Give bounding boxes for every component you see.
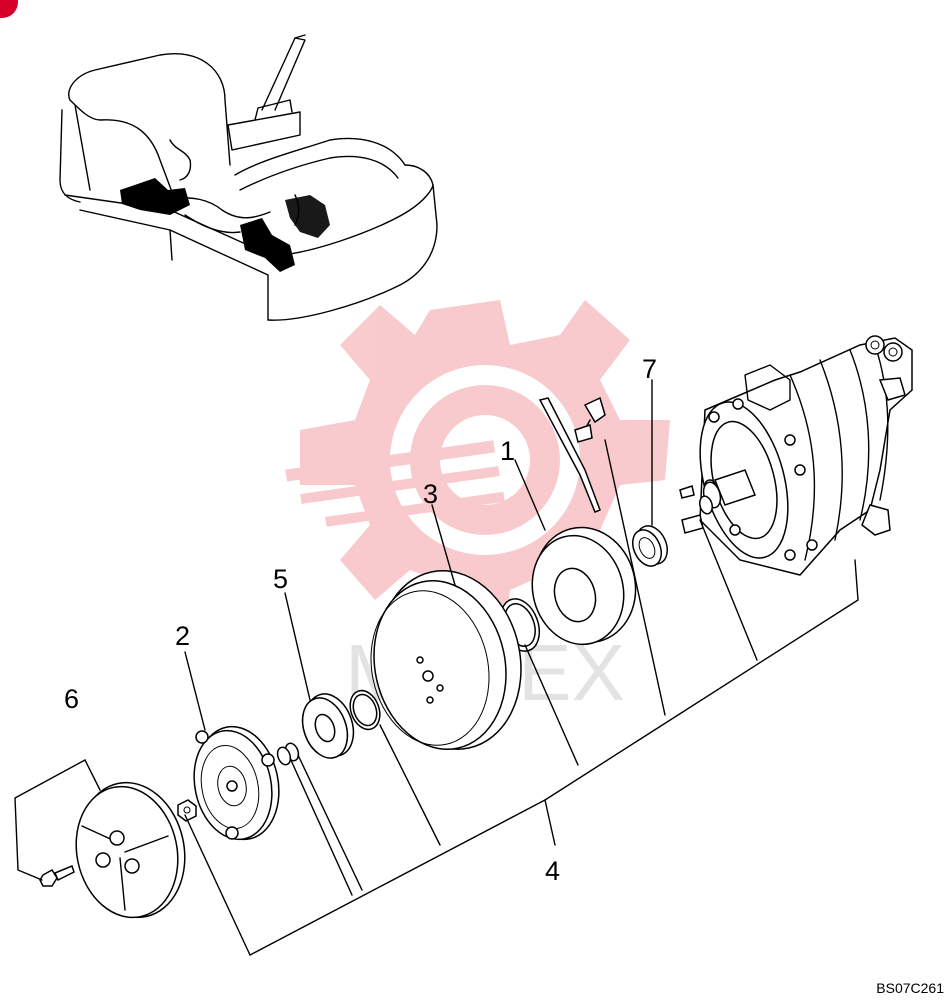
clutch-coil (531, 526, 637, 646)
coil-lead (538, 396, 606, 513)
seal-ring (631, 525, 668, 567)
leader-lines (14, 379, 859, 956)
callout-labels: 1 2 3 4 5 6 7 (64, 354, 657, 886)
callout-1: 1 (500, 436, 515, 466)
callout-6: 6 (64, 684, 79, 714)
callout-7: 7 (642, 354, 657, 384)
pulley (370, 570, 522, 750)
watermark-gear (285, 300, 670, 630)
callout-4: 4 (545, 856, 560, 886)
bearing (301, 693, 355, 759)
reference-code: BS07C261 (876, 980, 944, 996)
key-2 (681, 514, 704, 534)
callout-5: 5 (273, 564, 288, 594)
compressor (699, 335, 913, 576)
armature-plate (193, 725, 280, 841)
bolt (39, 865, 75, 887)
nut (177, 799, 197, 822)
corner-mark (0, 0, 18, 18)
cover (75, 781, 186, 919)
machine-overview (59, 34, 438, 321)
callout-2: 2 (175, 621, 190, 651)
key (679, 485, 695, 499)
snap-ring-small (349, 689, 381, 731)
callout-3: 3 (423, 479, 438, 509)
shims (276, 742, 300, 766)
